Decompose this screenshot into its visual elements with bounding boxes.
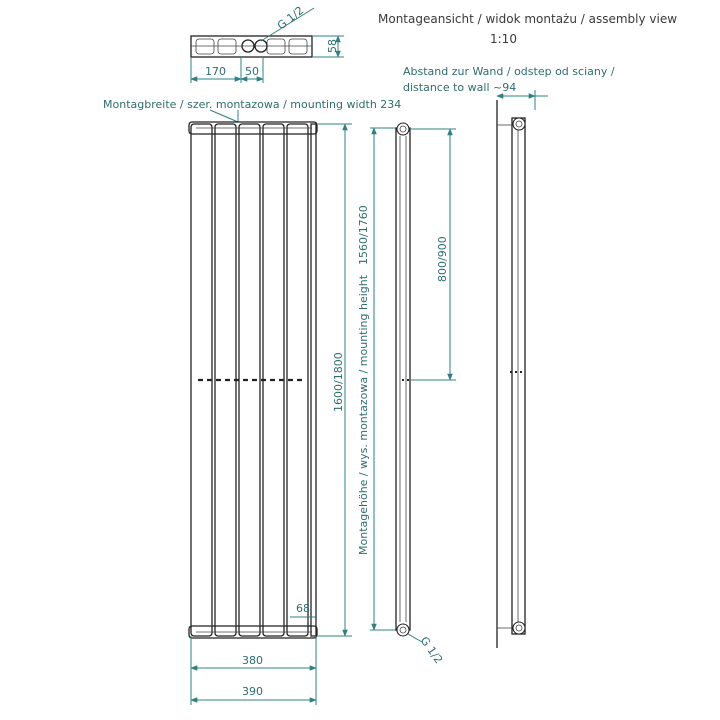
wall-bottom-connection: [512, 621, 526, 635]
top-pipe-connection: [254, 39, 268, 53]
top-thread-label: G 1/2: [275, 4, 306, 33]
top-pipe-connection: [241, 39, 255, 53]
total-height-dim: 1600/1800: [332, 352, 345, 412]
side-top-connection: [396, 122, 410, 136]
drawing-title: Montageansicht / widok montażu / assembl…: [378, 12, 677, 26]
front-view: Montagbreite / szer. montazowa / mountin…: [103, 98, 401, 705]
side-view: Montagehöhe / wys. montazowa / mounting …: [357, 122, 456, 666]
connection-height-dim: 800/900: [436, 236, 449, 282]
top-view-body: [190, 35, 313, 58]
side-bottom-connection: [396, 623, 410, 637]
wall-radiator-body: [511, 117, 526, 635]
wall-view: Abstand zur Wand / odstep od sciany / di…: [403, 65, 615, 648]
width-inner-dim: 380: [242, 654, 263, 667]
radiator-panel: [286, 123, 309, 637]
wall-distance-label-2: distance to wall ~94: [403, 81, 516, 94]
wall-top-connection: [512, 117, 526, 131]
wall-distance-label-1: Abstand zur Wand / odstep od sciany /: [403, 65, 615, 78]
top-dim-left: 170: [205, 65, 226, 78]
mounting-height-dim: 1560/1760: [357, 205, 370, 265]
top-dim-mid: 50: [245, 65, 259, 78]
drawing-scale: 1:10: [490, 32, 517, 46]
top-view: G 1/2 58 170 50: [190, 4, 344, 83]
width-outer-dim: 390: [242, 685, 263, 698]
top-collector: [188, 121, 318, 135]
mounting-width-label: Montagbreite / szer. montazowa / mountin…: [103, 98, 401, 111]
bottom-collector: [188, 625, 318, 639]
side-thread-label: G 1/2: [418, 634, 446, 666]
top-depth-dim: 58: [326, 39, 339, 53]
bottom-gap-dim: 68: [296, 602, 310, 615]
mounting-height-label: Montagehöhe / wys. montazowa / mounting …: [357, 274, 370, 555]
